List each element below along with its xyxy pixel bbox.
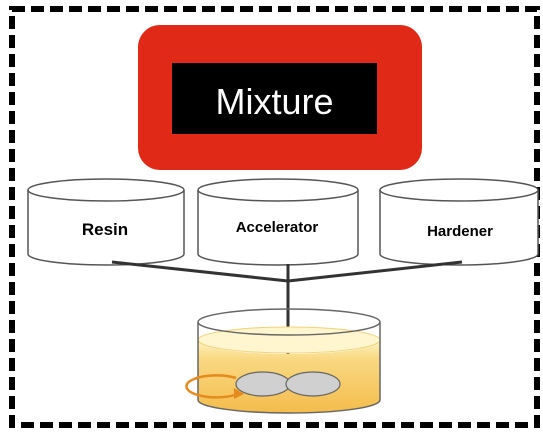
component-accelerator: Accelerator [197,178,359,266]
stirrer-blades [235,371,341,397]
resin-label: Resin [82,220,128,239]
beaker-wall [197,322,381,414]
accelerator-label: Accelerator [236,219,319,236]
mixture-label-box [172,63,377,134]
stirrer-blade-right [285,371,341,397]
beaker-rim [197,308,381,336]
hardener-cylinder-top [379,178,539,202]
mixture-label: Mixture [215,81,333,122]
resin-feed-line [111,260,289,283]
hardener-label: Hardener [427,223,493,240]
accelerator-cylinder-top [197,178,359,202]
accelerator-cylinder [197,190,359,266]
resin-cylinder-top [27,178,185,202]
beaker-liquid [198,340,380,413]
mixture-block: Mixture [138,25,422,170]
resin-cylinder [27,190,185,266]
mixing-beaker [185,308,381,414]
component-resin: Resin [27,178,185,266]
rotation-arrow-icon [185,374,244,399]
component-hardener: Hardener [379,178,539,266]
hardener-feed-line [287,260,463,283]
hardener-cylinder [379,190,539,266]
stirrer-blade-left [235,371,291,397]
